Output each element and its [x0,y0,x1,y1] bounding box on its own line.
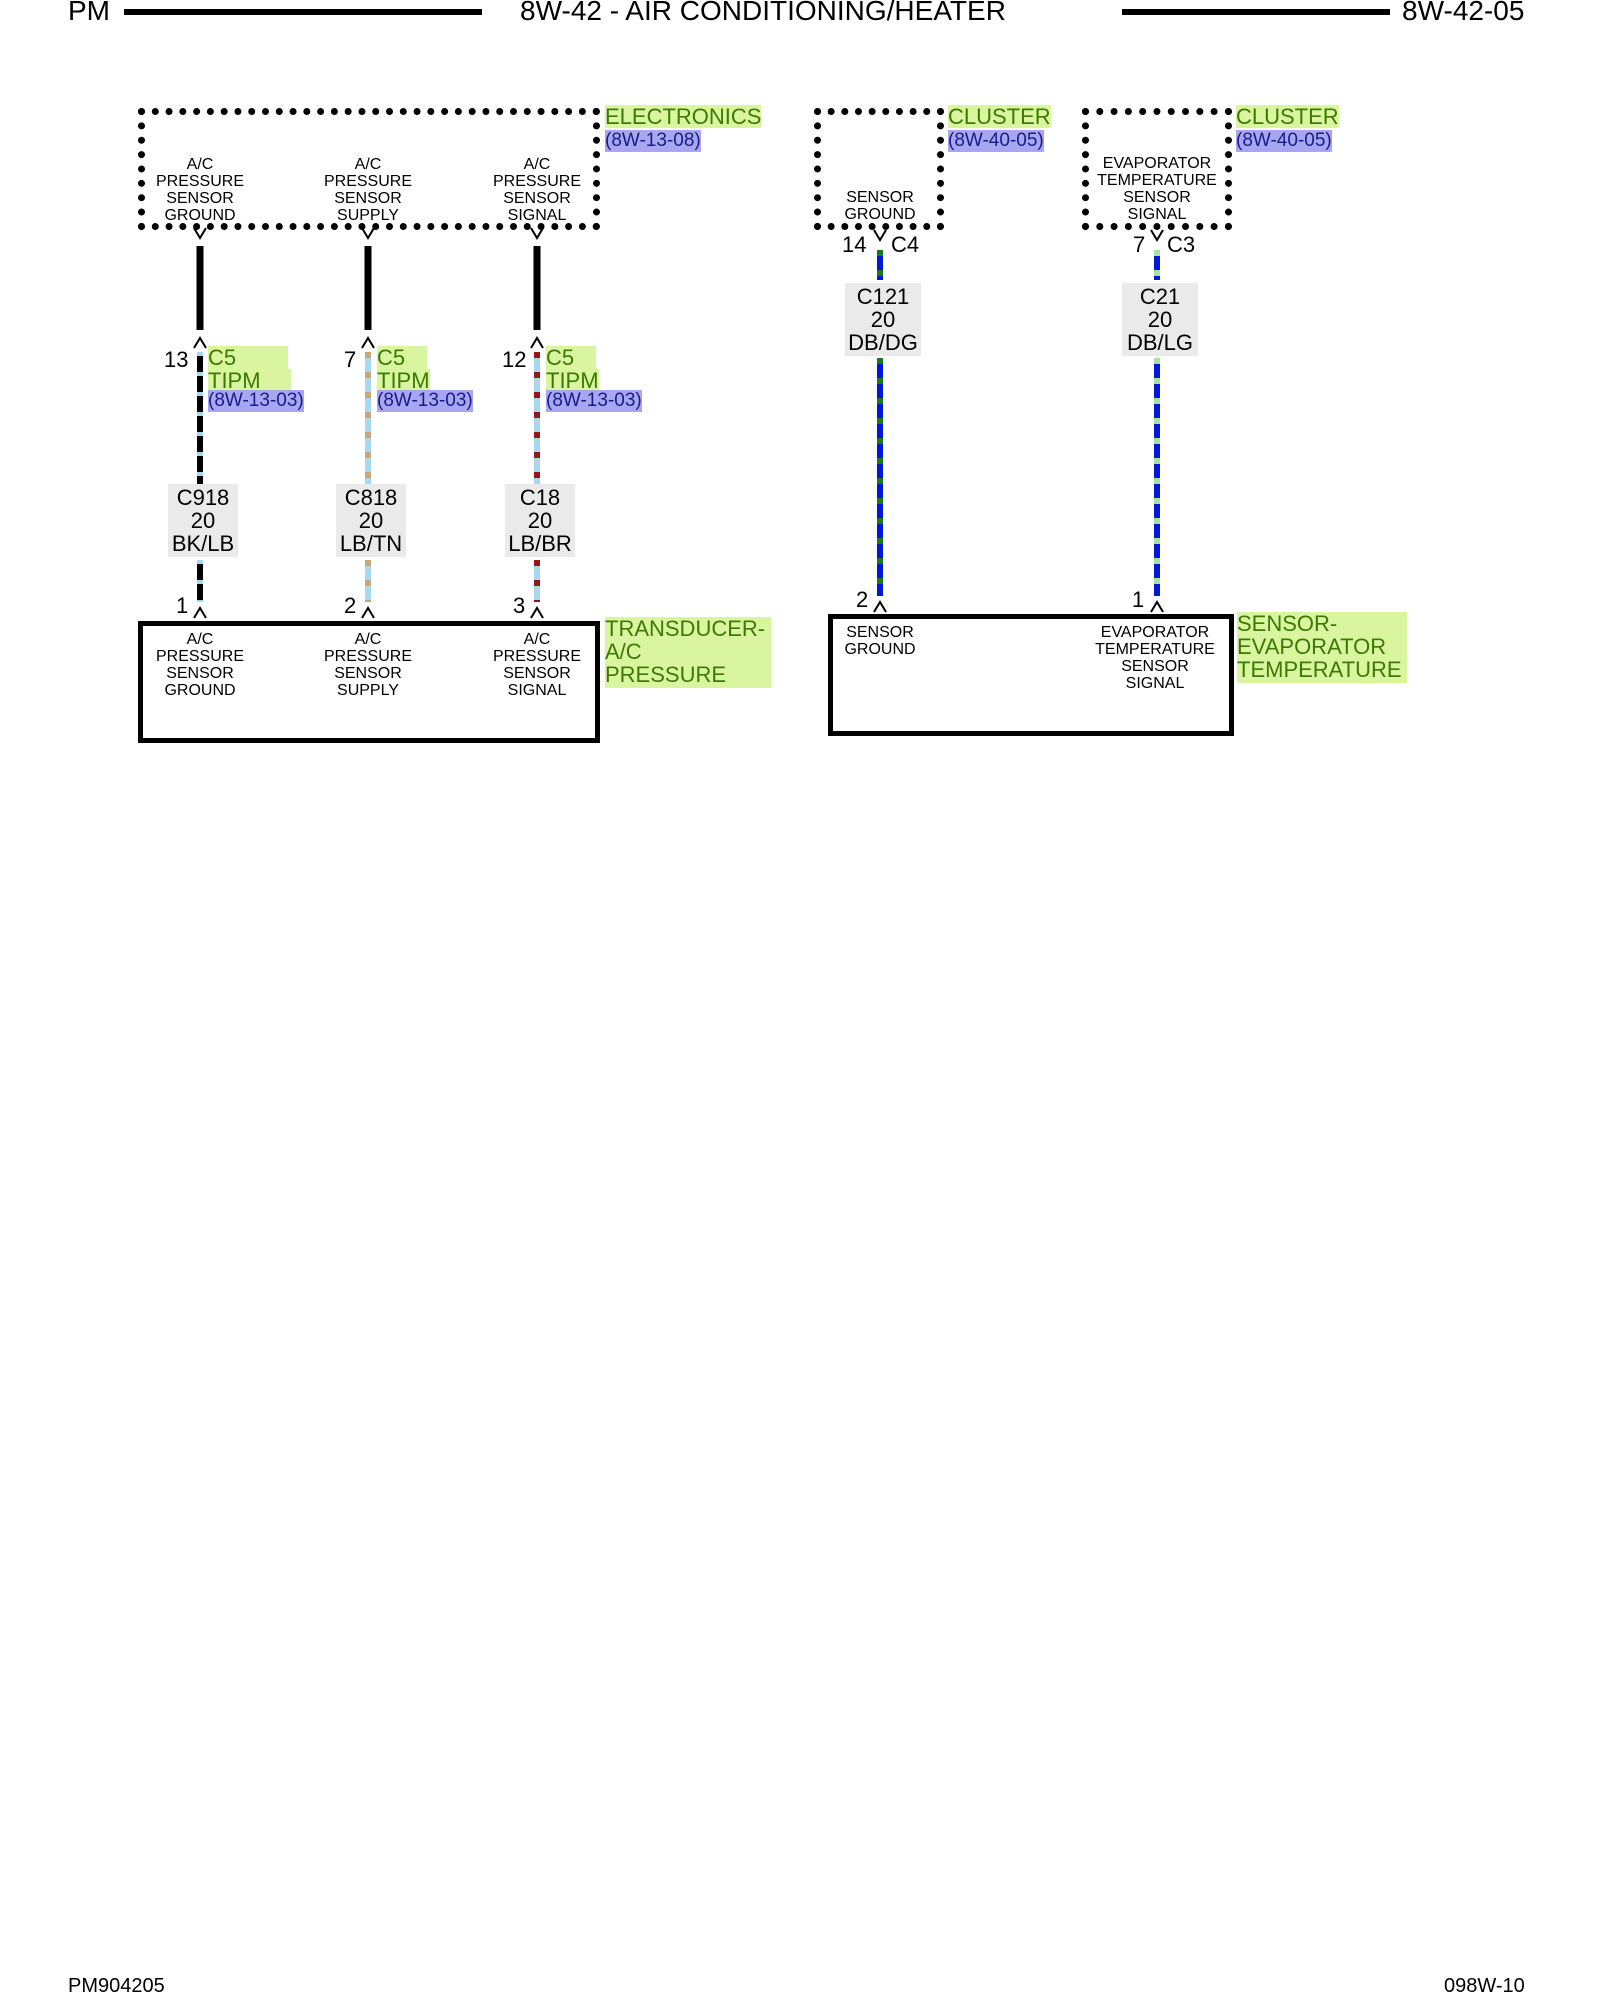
cluster-right-ref-link[interactable]: (8W-40-05) [1236,130,1332,152]
tipm-conn-c5-1: C5 [208,346,289,369]
evap-pin-1: 1 [1132,587,1145,612]
electronics-name: ELECTRONICS [605,104,762,129]
cluster-right-box [1082,108,1232,230]
cluster-right-pin-chevron [1150,229,1164,242]
evap-sensor-module-box [828,614,1234,736]
transducer-pin-3: 3 [513,593,526,618]
evap-pin-chevron-ground [873,600,887,613]
tipm-pin-chevron-c918 [193,336,207,349]
evap-pin-2: 2 [856,587,869,612]
tipm-conn-c5-3: C5 [546,346,597,369]
footer-right: 098W-10 [1444,1975,1525,1997]
page-title: 8W-42 - AIR CONDITIONING/HEATER [520,0,1006,26]
transducer-pin-chevron-c18 [530,606,544,619]
tipm-pin-12: 12 [502,347,527,372]
transducer-pin-1: 1 [176,593,189,618]
cluster-left-pin-chevron [873,229,887,242]
cluster-left-ref-link[interactable]: (8W-40-05) [948,130,1044,152]
electronics-ref-link[interactable]: (8W-13-08) [605,130,701,152]
tipm-pin-chevron-c818 [361,336,375,349]
tipm-ref-link-1[interactable]: (8W-13-03) [208,390,304,412]
cluster-right-name: CLUSTER [1236,104,1339,129]
cluster-left-pin-14: 14 [842,232,867,257]
tipm-pin-7: 7 [344,347,357,372]
transducer-pin-chevron-c918 [193,606,207,619]
electronics-pin-chevron-c918 [193,227,207,240]
tipm-pin-13: 13 [164,347,189,372]
header-right: 8W-42-05 [1402,0,1525,26]
tipm-conn-c5-2: C5 [377,346,428,369]
footer-left: PM904205 [68,1975,165,1997]
tipm-ref-link-3[interactable]: (8W-13-03) [546,390,642,412]
tipm-ref-link-2[interactable]: (8W-13-03) [377,390,473,412]
cluster-left-conn-c4: C4 [891,232,920,257]
transducer-pin-chevron-c818 [361,606,375,619]
tipm-pin-chevron-c18 [530,336,544,349]
evap-pin-chevron-signal [1150,600,1164,613]
electronics-pin-chevron-c18 [530,227,544,240]
cluster-right-pin-7: 7 [1133,232,1146,257]
cluster-left-box [814,108,944,230]
transducer-pin-2: 2 [344,593,357,618]
electronics-pin-chevron-c818 [361,227,375,240]
tipm-name-1: TIPM [208,369,291,392]
cluster-left-name: CLUSTER [948,104,1051,129]
header-left: PM [68,0,110,26]
header-rule-left [124,9,482,15]
transducer-module-box [138,621,600,743]
cluster-right-conn-c3: C3 [1167,232,1196,257]
tipm-name-2: TIPM [377,368,430,393]
header-rule-right [1122,9,1390,15]
tipm-name-3: TIPM [546,368,599,393]
electronics-module-box [138,108,600,230]
